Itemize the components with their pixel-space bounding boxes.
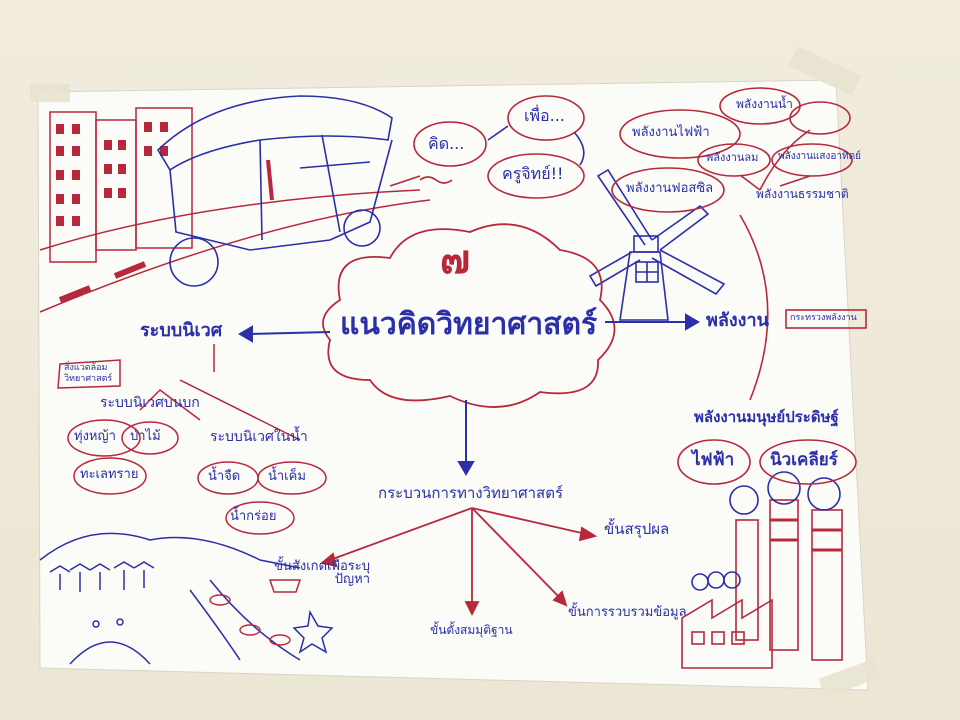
ecosystem-note-1: สิ่งแวดล้อม: [64, 363, 108, 373]
road-sketch: [39, 189, 431, 313]
ecosystem-land-title: ระบบนิเวศบนบก: [100, 395, 200, 411]
thought-bubbles: [413, 95, 585, 199]
tape-top-right: [788, 46, 862, 96]
process-branches: [319, 507, 598, 617]
mindmap-arrows: [238, 313, 700, 476]
man-made-bubbles: [677, 309, 867, 485]
water-brackish: น้ำกร่อย: [230, 509, 277, 524]
energy-subtitle: กระทรวงพลังงาน: [790, 313, 857, 323]
center-number: ๗: [440, 237, 471, 283]
land-grassland: ทุ่งหญ้า: [74, 429, 116, 444]
energy-electric: พลังงานไฟฟ้า: [632, 125, 710, 140]
paper-sheet: [37, 79, 869, 691]
bubble-think: คิด...: [428, 134, 465, 153]
windmill-sketch: [588, 168, 726, 321]
land-forest: ป่าไม้: [130, 429, 161, 444]
process-step-hypothesis: ขั้นตั้งสมมุติฐาน: [430, 623, 513, 637]
bubble-for: เพื่อ...: [524, 106, 565, 125]
energy-solar: พลังงานแสงอาทิตย์: [778, 151, 861, 162]
energy-man-made-title: พลังงานมนุษย์ประดิษฐ์: [694, 408, 839, 426]
process-step-collect: ขั้นการรวบรวมข้อมูล: [568, 605, 687, 620]
energy-wind: พลังงานลม: [706, 151, 759, 164]
ecosystem-title: ระบบนิเวศ: [140, 320, 223, 341]
process-title: กระบวนการทางวิทยาศาสตร์: [378, 484, 564, 502]
buildings-sketch: [49, 107, 193, 263]
factory-sketch: [681, 499, 843, 669]
smoke-sketch: [691, 471, 841, 591]
ecosystem-note-2: วิทยาศาสตร์: [64, 374, 113, 384]
energy-nuclear: นิวเคลียร์: [770, 450, 838, 470]
bubble-teacher: ครูจิทย์!!: [502, 164, 564, 183]
process-step-conclude: ขั้นสรุปผล: [604, 520, 670, 538]
nature-sketch: [39, 532, 334, 665]
ecosystem-lines: [57, 344, 327, 535]
water-fresh: น้ำจืด: [208, 469, 241, 484]
tuk-tuk-sketch: [156, 95, 453, 287]
tape-bottom-right: [818, 658, 882, 698]
land-desert: ทะเลทราย: [80, 467, 139, 482]
process-step-observe: ขั้นสังเกตเพื่อระบุปัญหา: [274, 559, 370, 587]
energy-electricity: ไฟฟ้า: [692, 450, 735, 470]
energy-fossil: พลังงานฟอสซิล: [626, 181, 714, 196]
center-cloud: [322, 223, 616, 408]
energy-bubbles: [611, 87, 853, 401]
energy-natural: พลังงานธรรมชาติ: [756, 187, 849, 201]
fish-sketch: [209, 594, 291, 646]
tape-top-left: [30, 84, 70, 102]
center-title: แนวคิดวิทยาศาสตร์: [340, 307, 598, 342]
energy-title: พลังงาน: [706, 310, 769, 331]
water-salt: น้ำเค็ม: [268, 469, 306, 484]
ecosystem-water-title: ระบบนิเวศในน้ำ: [210, 429, 308, 445]
energy-water: พลังงานน้ำ: [736, 97, 793, 111]
